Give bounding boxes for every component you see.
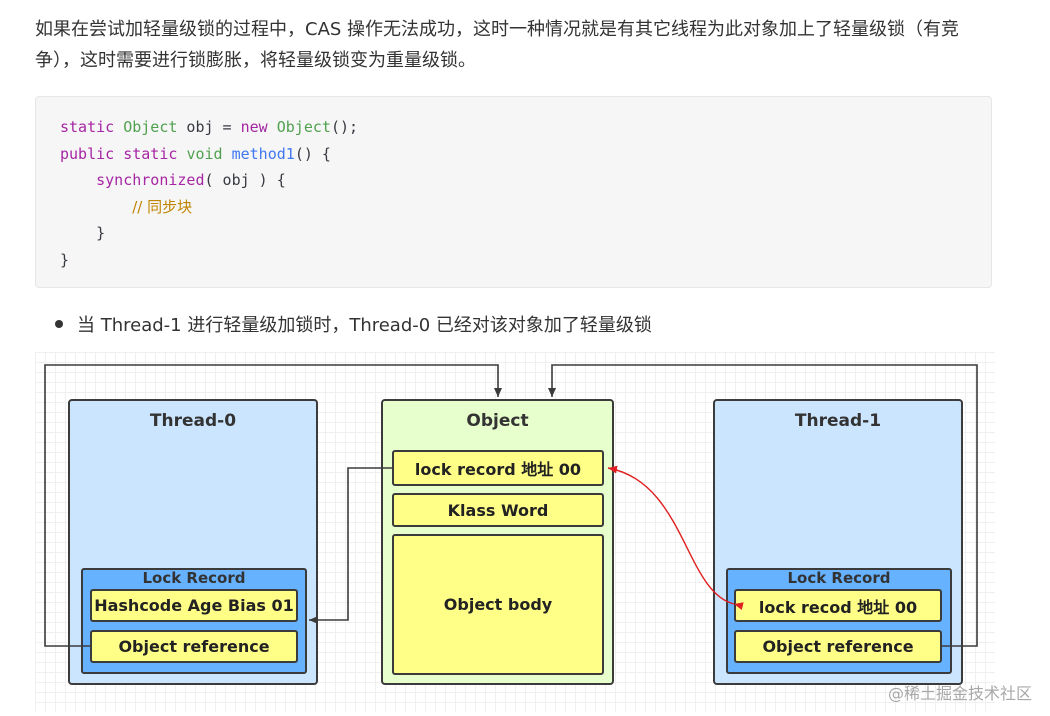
- intro-paragraph: 如果在尝试加轻量级锁的过程中，CAS 操作无法成功，这时一种情况就是有其它线程为…: [35, 19, 960, 71]
- code-keyword: static: [123, 144, 178, 163]
- thread1-lock-recod-cell: lock recod 地址 00: [734, 589, 942, 622]
- code-line-6: }: [60, 247, 967, 274]
- object-lock-record-cell: lock record 地址 00: [392, 450, 604, 486]
- code-keyword: public: [60, 144, 115, 163]
- code-text: obj =: [177, 118, 241, 136]
- object-klass-word-cell: Klass Word: [392, 493, 604, 527]
- code-text: ( obj ) {: [204, 171, 286, 189]
- bullet-text: 当 Thread-1 进行轻量级加锁时，Thread-0 已经对该对象加了轻量级…: [77, 315, 652, 336]
- bullet-dot: [55, 320, 63, 328]
- code-line-5: }: [60, 220, 967, 247]
- code-keyword: static: [60, 118, 115, 136]
- object-title: Object: [466, 411, 529, 431]
- bullet-item: 当 Thread-1 进行轻量级加锁时，Thread-0 已经对该对象加了轻量级…: [55, 312, 652, 340]
- thread0-hashcode-cell: Hashcode Age Bias 01: [90, 589, 298, 622]
- thread1-lock-record-title: Lock Record: [787, 569, 891, 587]
- code-block: static Object obj = new Object(); public…: [35, 96, 992, 288]
- thread0-lock-record-title: Lock Record: [142, 569, 246, 587]
- code-text: () {: [294, 144, 331, 163]
- code-text: }: [96, 224, 106, 242]
- connector-lines: [44, 364, 978, 647]
- red-bidirectional-arrow: [607, 465, 744, 611]
- thread0-to-object-line: [44, 364, 502, 647]
- watermark: @稀土掘金技术社区: [887, 684, 1032, 703]
- code-function: method1: [231, 144, 295, 163]
- code-line-3: synchronized( obj ) {: [60, 167, 967, 194]
- code-type: Object: [276, 118, 331, 136]
- code-comment: // 同步块: [132, 197, 193, 216]
- code-line-2: public static void method1() {: [60, 141, 967, 168]
- lock-diagram: Thread-0 Lock Record Hashcode Age Bias 0…: [35, 352, 995, 712]
- code-type: Object: [123, 118, 178, 136]
- code-text: ();: [330, 118, 359, 136]
- thread1-title: Thread-1: [794, 411, 882, 431]
- thread1-to-object-line: [548, 364, 978, 647]
- object-body-cell: Object body: [392, 534, 604, 675]
- thread1-objref-cell: Object reference: [734, 630, 942, 663]
- thread0-objref-cell: Object reference: [90, 630, 298, 663]
- code-type: void: [186, 144, 223, 163]
- thread0-title: Thread-0: [149, 411, 237, 431]
- code-text: }: [60, 250, 70, 269]
- code-keyword: new: [240, 118, 268, 136]
- code-keyword: synchronized: [96, 171, 205, 189]
- code-line-1: static Object obj = new Object();: [60, 114, 967, 141]
- object-lockrecord-to-thread0-line: [309, 467, 392, 624]
- code-line-4: // 同步块: [60, 194, 967, 221]
